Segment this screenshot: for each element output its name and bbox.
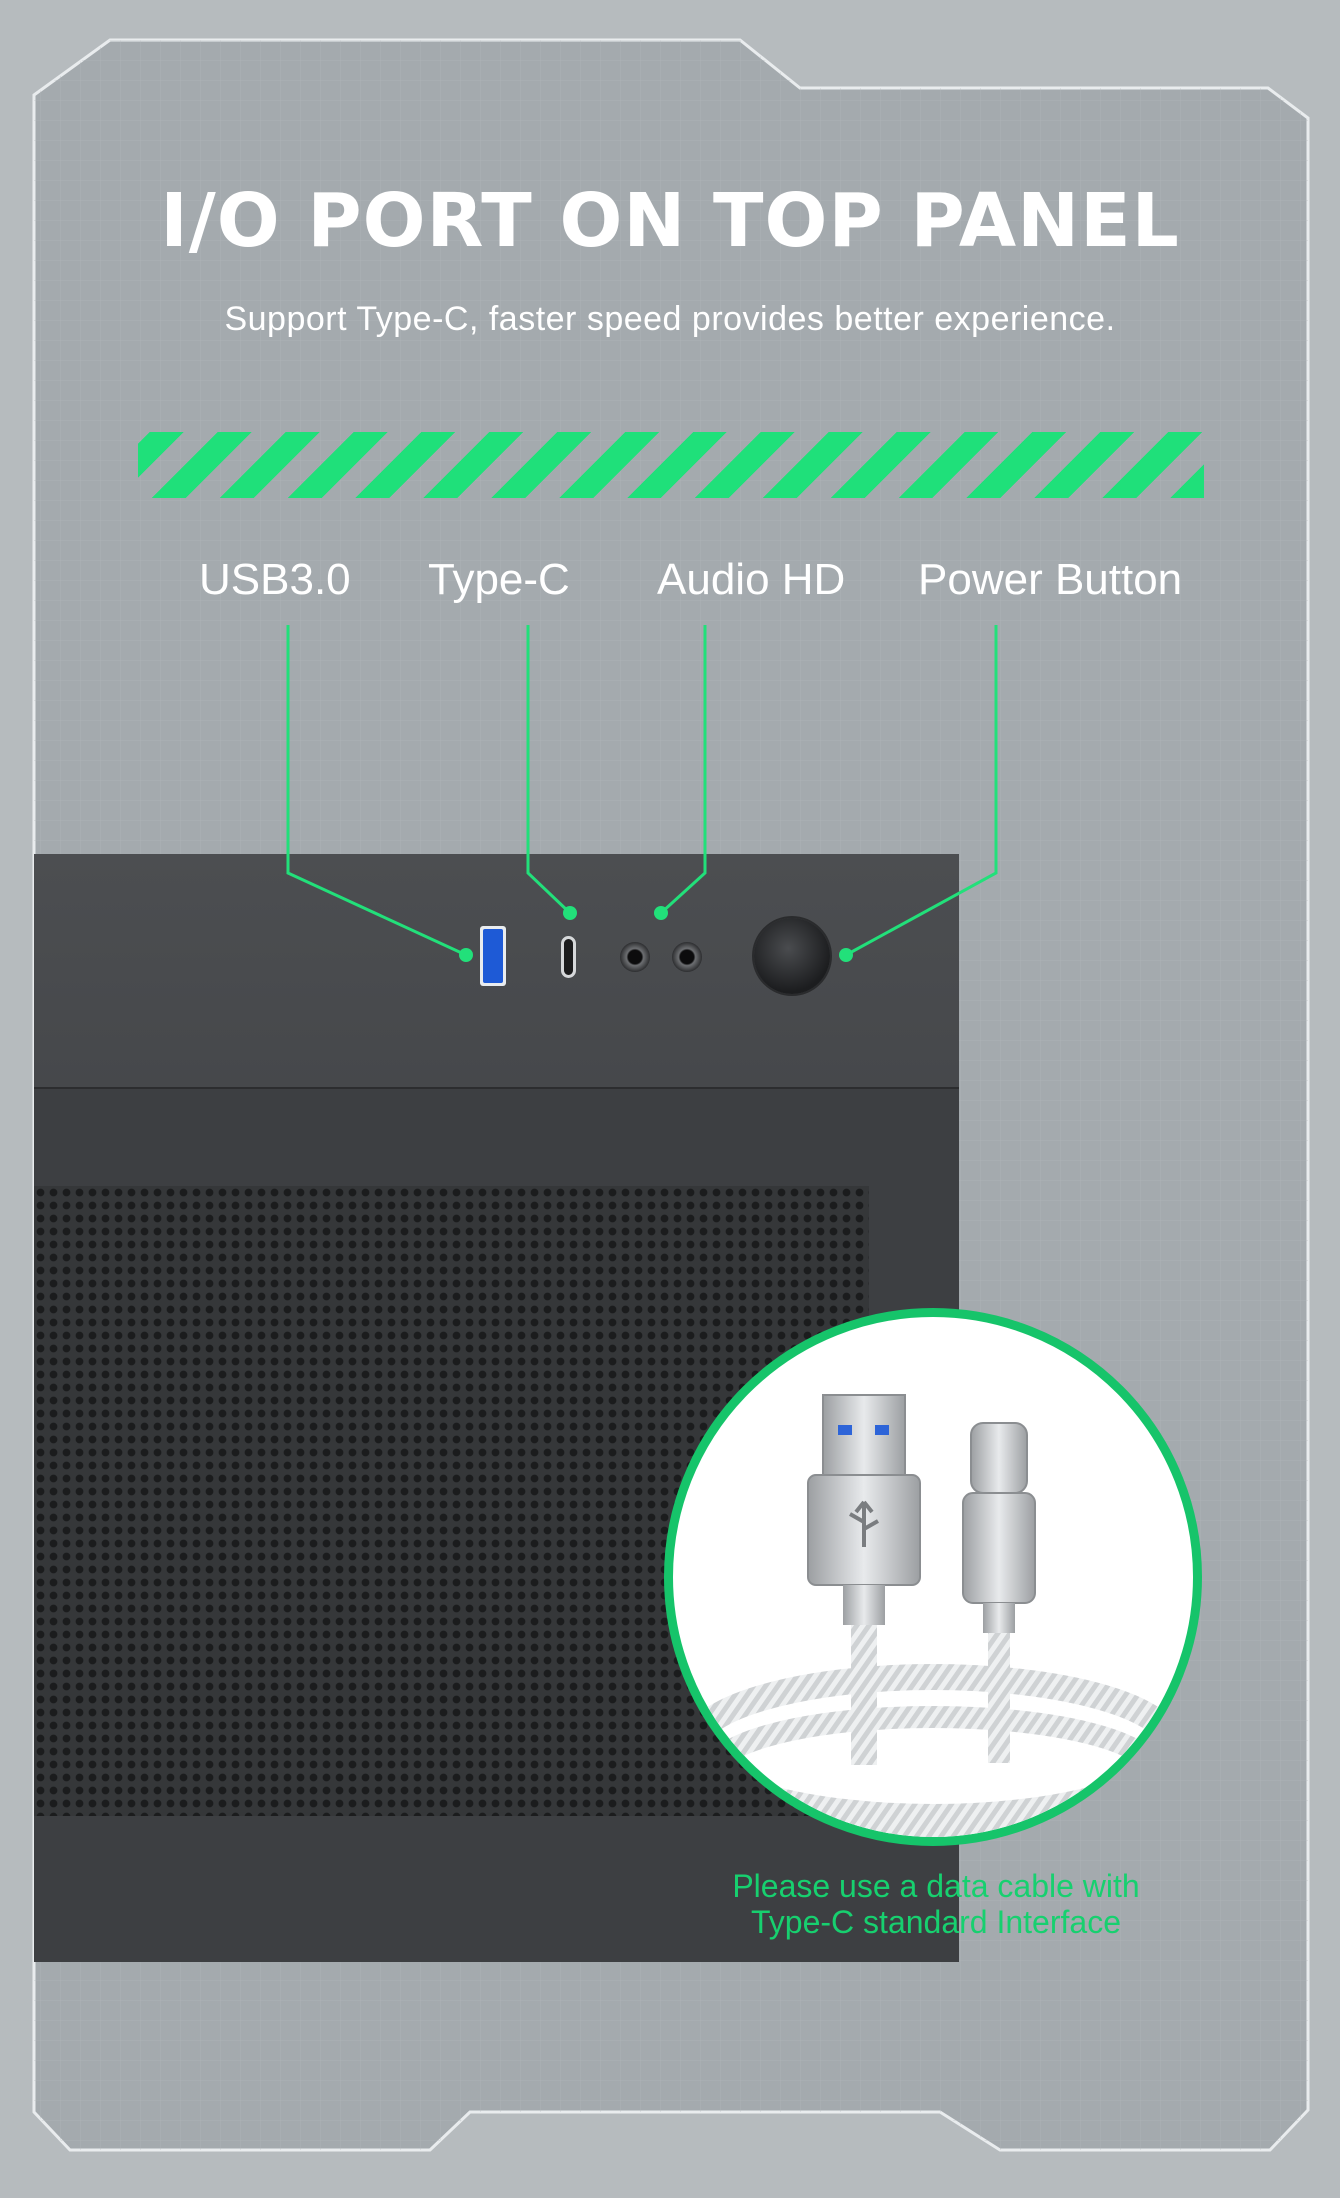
- usb3-port-icon: [480, 926, 506, 986]
- usb-c-cable-icon: [680, 1394, 1186, 1837]
- page-title: I/O PORT ON TOP PANEL: [160, 178, 1180, 264]
- audio-jack-icon: [620, 942, 650, 972]
- mic-jack-icon: [672, 942, 702, 972]
- case-top-panel: [34, 854, 959, 1089]
- label-power-button: Power Button: [918, 555, 1183, 604]
- label-usb3: USB3.0: [199, 555, 351, 604]
- cable-note: Please use a data cable with Type-C stan…: [666, 1868, 1206, 1940]
- cable-inset: [664, 1308, 1202, 1846]
- cable-note-line1: Please use a data cable with: [732, 1868, 1140, 1904]
- hazard-stripe-bar: [138, 432, 1204, 498]
- label-audio-hd: Audio HD: [657, 555, 846, 604]
- page-subtitle: Support Type-C, faster speed provides be…: [224, 300, 1116, 338]
- label-typec: Type-C: [428, 555, 570, 604]
- power-button-icon: [754, 918, 830, 994]
- cable-note-line2: Type-C standard Interface: [751, 1904, 1121, 1940]
- typec-port-icon: [561, 936, 576, 978]
